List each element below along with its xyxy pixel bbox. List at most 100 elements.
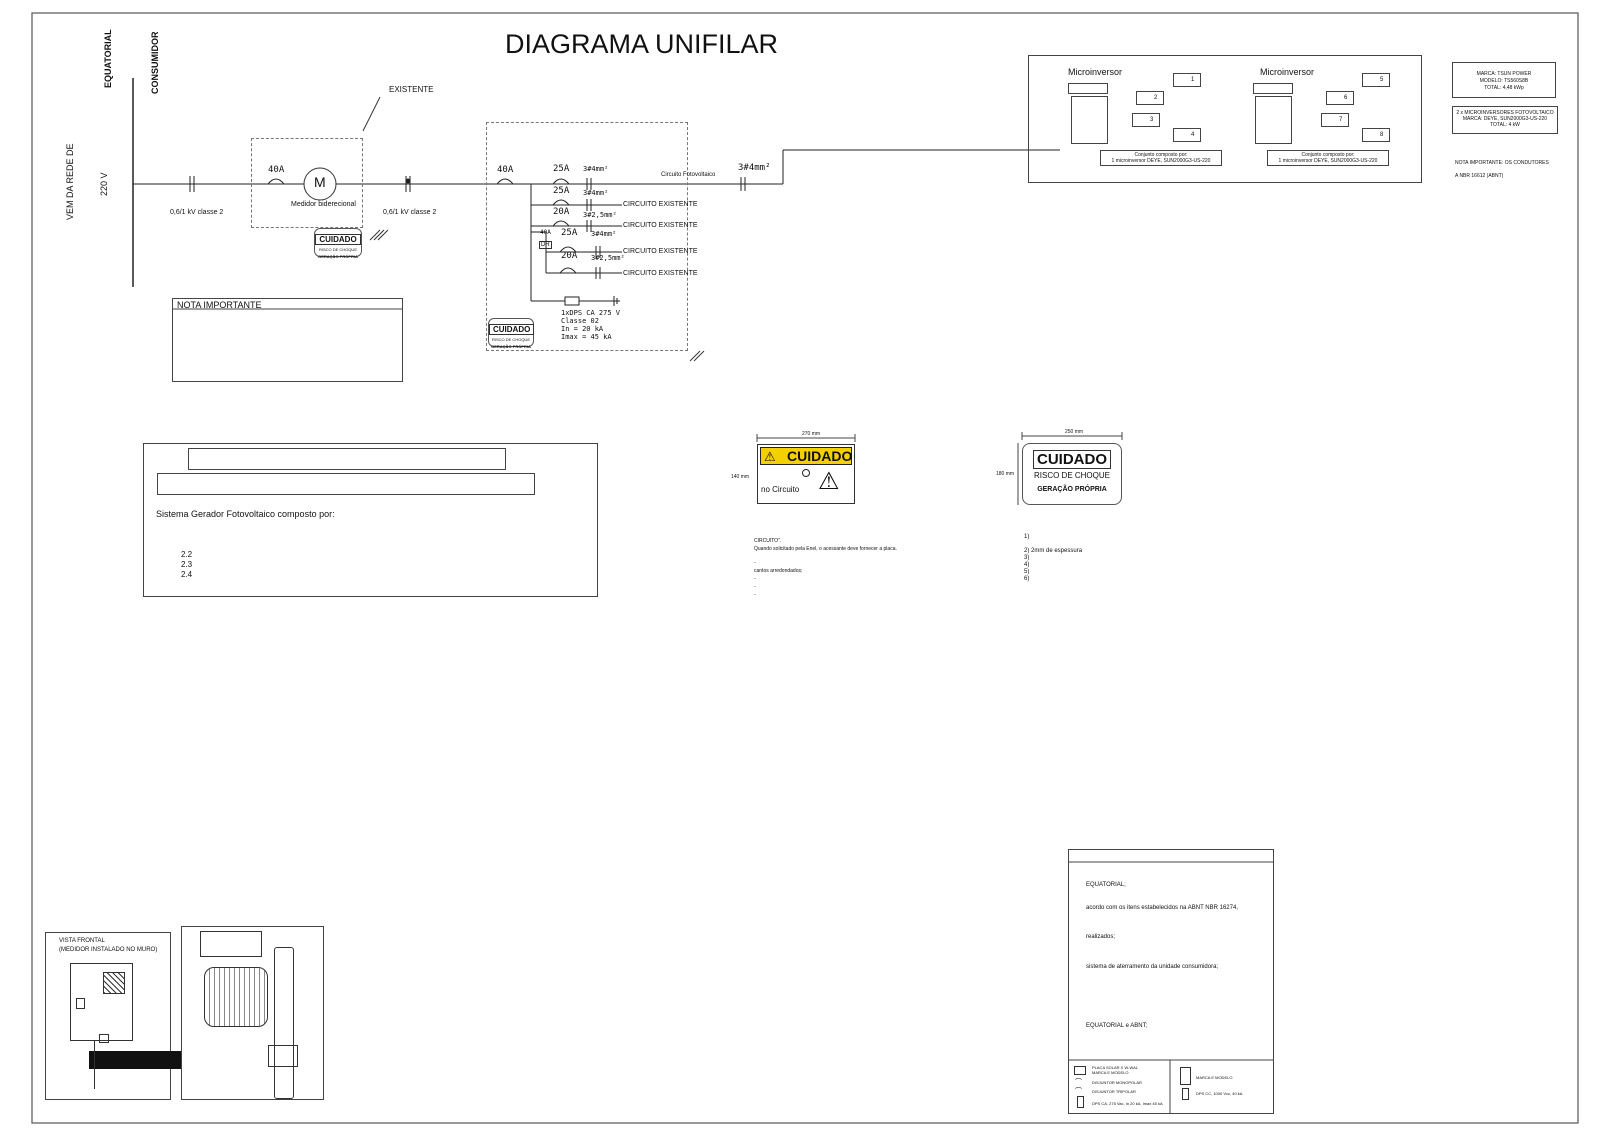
note-line: 6): [1024, 576, 1030, 582]
panel-sign-title: CUIDADO: [489, 324, 535, 335]
dr-device: DR: [539, 241, 552, 249]
pv-module: 7: [1321, 113, 1349, 127]
dps-cc-icon: [1182, 1088, 1189, 1100]
pole-meter-box-icon: [268, 1045, 298, 1067]
note-line: 4): [1024, 562, 1030, 568]
set-title: Conjunto composto por:: [1301, 152, 1355, 158]
set-desc: 1 microinversor DEYE, SUN2000G3-US-220: [1278, 158, 1378, 164]
note-line: cantos arredondados;: [754, 568, 803, 574]
yellow-sign-height: 140 mm: [731, 474, 750, 480]
legend-solar: PLACA SOLAR X W-WAL MARCA E MODELO: [1092, 1065, 1138, 1075]
ground-wire: [94, 1041, 95, 1089]
microinverter-left-label: Microinversor: [1068, 67, 1123, 77]
existing-circuit-1: CIRCUITO EXISTENTE: [623, 201, 698, 208]
plain-sign-width: 250 mm: [1065, 429, 1084, 435]
left-connector-strip: [1068, 83, 1108, 94]
panel-cable-5: 3#2,5mm²: [591, 254, 625, 262]
panel-breaker-4: 25A: [561, 228, 578, 238]
note-line: -: [754, 560, 756, 566]
module-spec-box: MARCA: TSUN POWER MODELO: TS560S8B TOTAL…: [1452, 62, 1556, 98]
sign-notes-left: CIRCUITO". Quando solicitado pela Enel, …: [754, 537, 897, 599]
pv-module: 2: [1136, 91, 1164, 105]
meter-window-icon: [103, 972, 125, 994]
inverter-icon: [1180, 1067, 1191, 1085]
distribution-panel-box: [486, 122, 688, 351]
general-note: sistema de aterramento da unidade consum…: [1086, 964, 1219, 970]
panel-cable-2: 3#4mm²: [583, 189, 609, 197]
legend-breaker-mono: DISJUNTOR MONOPOLAR: [1092, 1080, 1142, 1085]
inverter-spec-box: 2 x MICROINVERSORES FOTOVOLTAICO MARCA: …: [1452, 106, 1558, 134]
yellow-sign-width: 270 mm: [802, 431, 821, 437]
label-existente: EXISTENTE: [389, 85, 434, 94]
small-sign-gen: GERAÇÃO PRÓPRIA: [318, 254, 358, 259]
pole-icon: [274, 947, 294, 1099]
front-view-box: VISTA FRONTAL (MEDIDOR INSTALADO NO MURO…: [45, 932, 181, 1100]
dps-line: 1xDPS CA 275 V: [561, 309, 621, 317]
nota-importante-title: NOTA IMPORTANTE: [177, 300, 262, 310]
system-header-field: [188, 448, 506, 470]
transformer-icon: [204, 967, 268, 1027]
system-text: Sistema Gerador Fotovoltaico composto po…: [156, 509, 335, 519]
pv-module: 4: [1173, 128, 1201, 142]
set-desc: 1 microinversor DEYE, SUN2000G3-US-220: [1111, 158, 1211, 164]
label-equatorial: EQUATORIAL: [103, 29, 113, 88]
meter-box: [251, 138, 363, 228]
general-note: acordo com os itens estabelecidos na ABN…: [1086, 905, 1238, 911]
pv-module: 3: [1132, 113, 1160, 127]
plain-sign-height: 180 mm: [996, 471, 1015, 477]
breaker-tri-icon: ⌒: [1075, 1088, 1082, 1095]
spec-line: MODELO: TS560S8B: [1479, 78, 1529, 84]
pv-cable-label: 3#4mm²: [738, 163, 771, 173]
existing-circuit-2: CIRCUITO EXISTENTE: [623, 222, 698, 229]
panel-warning-sign: CUIDADO RISCO DE CHOQUE GERAÇÃO PRÓPRIA: [488, 318, 535, 349]
note-line: 1): [1024, 534, 1030, 540]
system-subheader-field: [157, 473, 535, 495]
dps-ca-icon: [1077, 1096, 1084, 1108]
nota-importante-box: NOTA IMPORTANTE: [172, 298, 403, 382]
label-voltage: 220 V: [99, 172, 109, 196]
plain-sign-risk: RISCO DE CHOQUE: [1033, 471, 1110, 480]
cable-outlet-icon: [99, 1034, 109, 1043]
right-microinverter-unit: [1255, 96, 1292, 144]
spec-line: TOTAL: 4,48 kWp: [1484, 85, 1524, 91]
note-line: -: [754, 592, 756, 598]
note-line: Quando solicitado pela Enel, o acessante…: [754, 546, 897, 552]
spec-line: 2 x MICROINVERSORES FOTOVOLTAICO: [1456, 110, 1554, 116]
yellow-sign-header: ⚠ CUIDADO: [760, 447, 852, 465]
page-title: DIAGRAMA UNIFILAR: [505, 29, 779, 59]
module-number: 3: [1150, 117, 1154, 123]
cable-left-label: 0,6/1 kV classe 2: [170, 209, 224, 216]
pv-circuit-label: Circuito Fotovoltaico: [661, 172, 716, 178]
legend-dps-cc: DPS CC, 1000 Vcc, 40 kA: [1196, 1091, 1243, 1096]
system-item: 2.3: [181, 560, 193, 569]
breaker-mono-icon: ⌒: [1075, 1079, 1082, 1086]
pv-module: 5: [1362, 73, 1390, 87]
panel-breaker-2: 25A: [553, 186, 570, 196]
pv-module: 1: [1173, 73, 1201, 87]
yellow-sign-title: CUIDADO: [787, 448, 853, 464]
front-view-title: VISTA FRONTAL: [59, 938, 105, 944]
panel-sign-risk: RISCO DE CHOQUE: [491, 337, 530, 342]
spec-line: MARCA: DEYE, SUN2000G3-US-220: [1462, 116, 1548, 122]
microinverter-right-label: Microinversor: [1260, 67, 1315, 77]
existing-circuit-3: CIRCUITO EXISTENTE: [623, 248, 698, 255]
panel-cable-1: 3#4mm²: [583, 165, 609, 173]
module-number: 4: [1191, 132, 1195, 138]
dr-breaker-label: 40A: [540, 229, 551, 236]
module-number: 8: [1380, 132, 1384, 138]
module-number: 5: [1380, 77, 1384, 83]
front-view-subtitle: (MEDIDOR INSTALADO NO MURO): [59, 947, 158, 953]
pv-module: 6: [1326, 91, 1354, 105]
insulators-icon: [200, 931, 262, 957]
dps-line: Imax = 45 kA: [561, 333, 612, 341]
note-line: 5): [1024, 569, 1030, 575]
general-note: EQUATORIAL e ABNT;: [1086, 1023, 1148, 1029]
yellow-warning-sign: ⚠ CUIDADO no Circuito ⚠: [757, 444, 855, 504]
meter-cabinet: [70, 963, 133, 1043]
system-item: 2.4: [181, 570, 193, 579]
module-number: 7: [1339, 117, 1343, 123]
system-description-box: Sistema Gerador Fotovoltaico composto po…: [143, 443, 598, 597]
small-sign-risk: RISCO DE CHOQUE: [318, 247, 357, 252]
general-note: realizados;: [1086, 934, 1116, 940]
